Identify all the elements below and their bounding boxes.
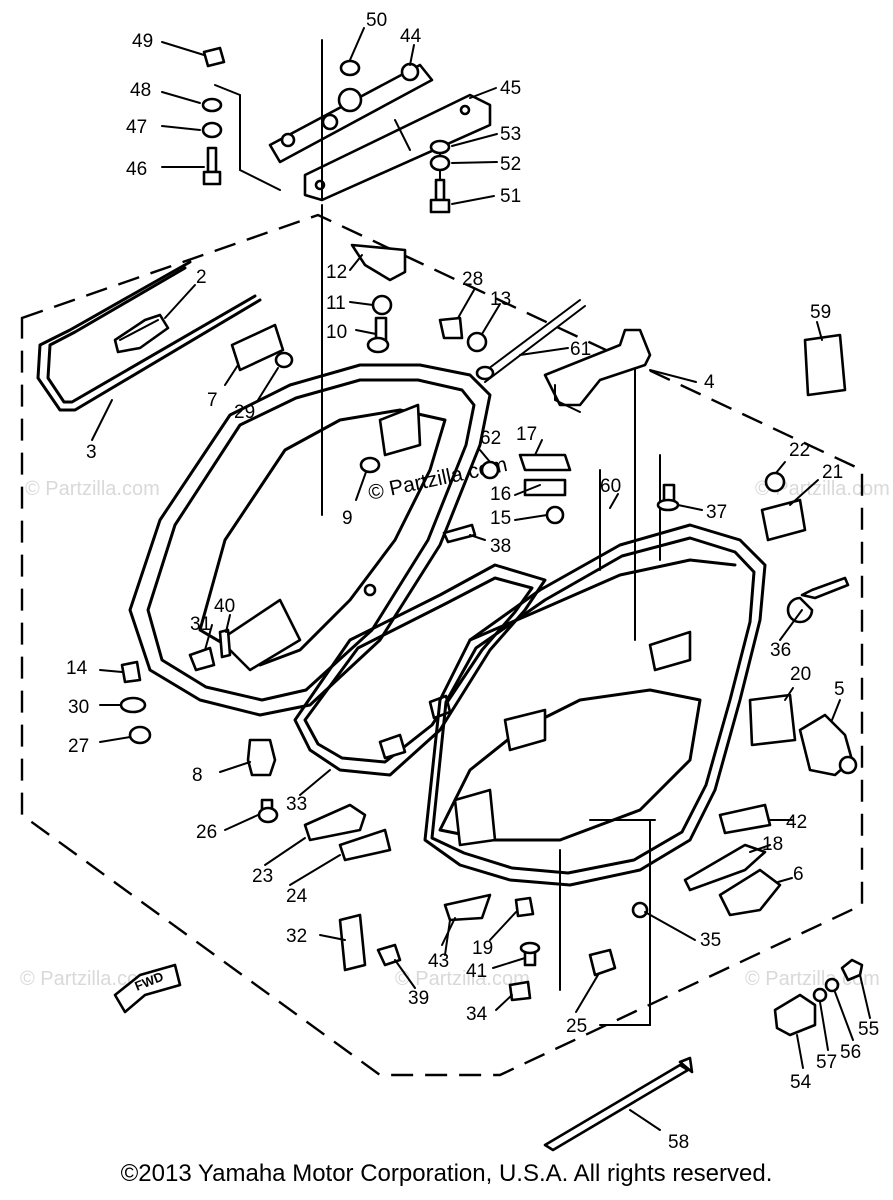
callout-numbers: 2 3 4 5 6 7 8 9 10 11 12 13 14 15 16 17 … xyxy=(66,10,879,1153)
callout-34: 34 xyxy=(466,1004,488,1025)
callout-23: 23 xyxy=(252,866,273,887)
callout-61: 61 xyxy=(570,339,591,360)
callout-53: 53 xyxy=(500,124,521,145)
copyright-notice: ©2013 Yamaha Motor Corporation, U.S.A. A… xyxy=(120,1160,773,1187)
watermark-left: © Partzilla.com xyxy=(25,478,160,500)
callout-55: 55 xyxy=(858,1019,879,1040)
callout-31: 31 xyxy=(190,614,211,635)
watermark-bottom-center: © Partzilla.com xyxy=(395,968,530,990)
callout-57: 57 xyxy=(816,1052,837,1073)
callout-62: 62 xyxy=(480,428,501,449)
callout-60: 60 xyxy=(600,476,621,497)
callout-3: 3 xyxy=(86,442,97,463)
callout-26: 26 xyxy=(196,822,217,843)
callout-59: 59 xyxy=(810,302,831,323)
callout-17: 17 xyxy=(516,424,537,445)
watermark-bottom-left: © Partzilla.com xyxy=(20,968,155,990)
callout-24: 24 xyxy=(286,886,308,907)
saddlebag-lid xyxy=(128,363,492,717)
callout-47: 47 xyxy=(126,117,147,138)
callout-9: 9 xyxy=(342,508,353,529)
callout-6: 6 xyxy=(793,864,804,885)
callout-35: 35 xyxy=(700,930,721,951)
callout-33: 33 xyxy=(286,794,307,815)
callout-5: 5 xyxy=(834,679,845,700)
callout-29: 29 xyxy=(234,402,255,423)
handle-and-strap xyxy=(475,299,652,413)
saddlebag-liner xyxy=(293,563,547,777)
callout-42: 42 xyxy=(786,812,807,833)
callout-28: 28 xyxy=(462,269,483,290)
callout-4: 4 xyxy=(704,372,715,393)
callout-51: 51 xyxy=(500,186,521,207)
callout-52: 52 xyxy=(500,154,521,175)
hardware-parts xyxy=(119,243,864,1152)
callout-13: 13 xyxy=(490,289,511,310)
saddlebag-body xyxy=(423,354,767,1026)
callout-7: 7 xyxy=(207,390,218,411)
callout-32: 32 xyxy=(286,926,307,947)
mounting-bracket-assembly xyxy=(201,39,492,516)
callout-12: 12 xyxy=(326,262,347,283)
callout-58: 58 xyxy=(668,1132,689,1153)
callout-27: 27 xyxy=(68,736,89,757)
callout-21: 21 xyxy=(822,462,843,483)
callout-36: 36 xyxy=(770,640,791,661)
assembly-outline xyxy=(20,213,864,1077)
callout-18: 18 xyxy=(762,834,783,855)
callout-11: 11 xyxy=(326,293,346,314)
callout-16: 16 xyxy=(490,484,511,505)
callout-2: 2 xyxy=(196,267,207,288)
watermark-right: © Partzilla.com xyxy=(755,478,890,500)
callout-49: 49 xyxy=(132,31,153,52)
callout-40: 40 xyxy=(214,596,235,617)
callout-41: 41 xyxy=(466,961,487,982)
trim-strips xyxy=(36,260,262,412)
callout-37: 37 xyxy=(706,502,727,523)
callout-30: 30 xyxy=(68,697,89,718)
callout-50: 50 xyxy=(366,10,387,31)
callout-38: 38 xyxy=(490,536,511,557)
callout-10: 10 xyxy=(326,322,347,343)
callout-14: 14 xyxy=(66,658,88,679)
callout-44: 44 xyxy=(400,26,422,47)
callout-20: 20 xyxy=(790,664,811,685)
callout-15: 15 xyxy=(490,508,511,529)
callout-39: 39 xyxy=(408,988,429,1009)
callout-8: 8 xyxy=(192,765,203,786)
callout-45: 45 xyxy=(500,78,521,99)
callout-48: 48 xyxy=(130,80,151,101)
callout-25: 25 xyxy=(566,1016,587,1037)
callout-54: 54 xyxy=(790,1072,812,1093)
forward-arrow: FWD xyxy=(113,963,182,1014)
callout-43: 43 xyxy=(428,951,449,972)
callout-46: 46 xyxy=(126,159,147,180)
callout-19: 19 xyxy=(472,938,493,959)
callout-22: 22 xyxy=(789,440,810,461)
leader-lines xyxy=(91,27,871,1131)
callout-56: 56 xyxy=(840,1042,861,1063)
